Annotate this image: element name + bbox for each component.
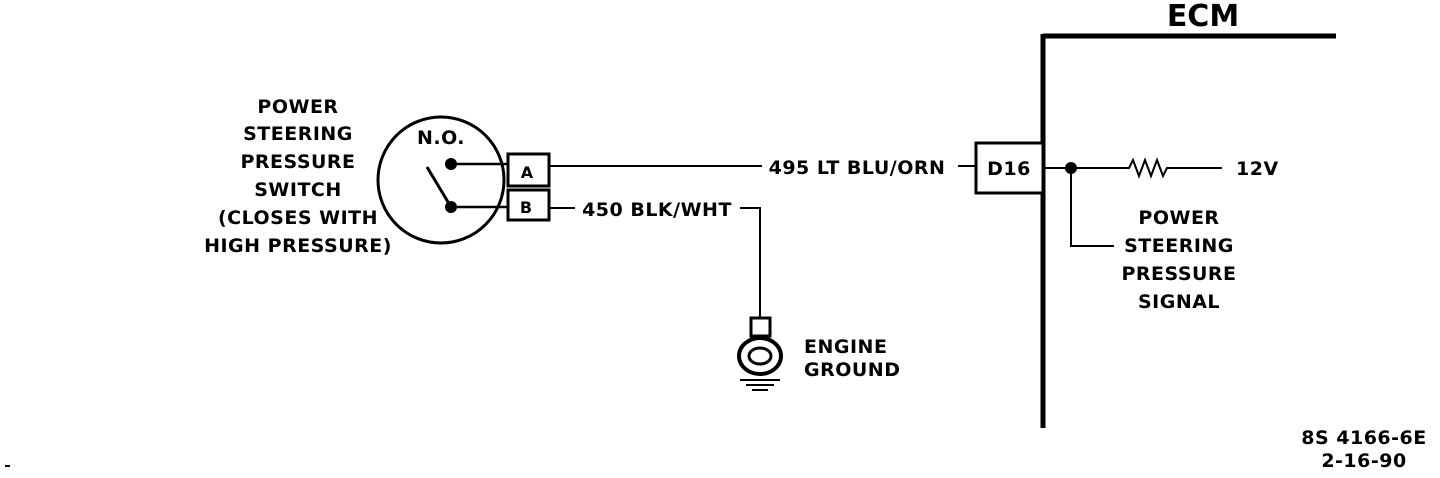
ecm-signal-label-line: POWER [1138,207,1219,229]
switch-arm [425,166,453,208]
ecm-signal-label-line: PRESSURE [1121,263,1236,285]
pullup-resistor-symbol [1122,157,1174,179]
switch-label: POWER STEERING PRESSURE SWITCH (CLOSES W… [204,96,392,257]
switch-label-line: (CLOSES WITH [218,207,378,229]
ecm-signal-label: POWER STEERING PRESSURE SIGNAL [1121,207,1236,313]
ecm-signal-label-line: SIGNAL [1138,291,1220,313]
pin-b-box [506,188,551,222]
pin-a-label: A [521,163,534,182]
ecm-signal-label-line: STEERING [1124,235,1234,257]
ecm-signal-tap [1070,168,1114,247]
pressure-switch-symbol [376,115,506,245]
switch-label-line: PRESSURE [240,151,355,173]
figure-code: 8S 4166-6E 2-16-90 [1301,427,1427,472]
ecm-voltage-label: 12V [1236,158,1279,180]
ground-wire [740,207,761,318]
scan-speck [5,465,10,467]
switch-label-line: HIGH PRESSURE) [204,235,392,257]
pin-a-box [506,152,551,188]
figure-number: 8S 4166-6E [1301,427,1427,449]
switch-connector: A B [506,152,551,222]
engine-ground-label: ENGINE GROUND [804,336,900,381]
signal-wire-label: 495 LT BLU/ORN [769,157,946,179]
engine-ground-label-line: GROUND [804,359,900,381]
ground-wire-label: 450 BLK/WHT [582,199,732,221]
ecm-pin-label: D16 [987,158,1031,180]
ecm-title: ECM [1167,0,1239,34]
pin-b-label: B [520,198,532,217]
switch-label-line: STEERING [243,123,353,145]
engine-ground-symbol [737,316,783,391]
engine-ground-label-line: ENGINE [804,336,887,358]
switch-label-line: SWITCH [254,179,342,201]
figure-date: 2-16-90 [1321,450,1406,472]
switch-state-label: N.O. [417,127,465,149]
switch-label-line: POWER [257,96,338,118]
ecm-outline [1040,33,1336,428]
